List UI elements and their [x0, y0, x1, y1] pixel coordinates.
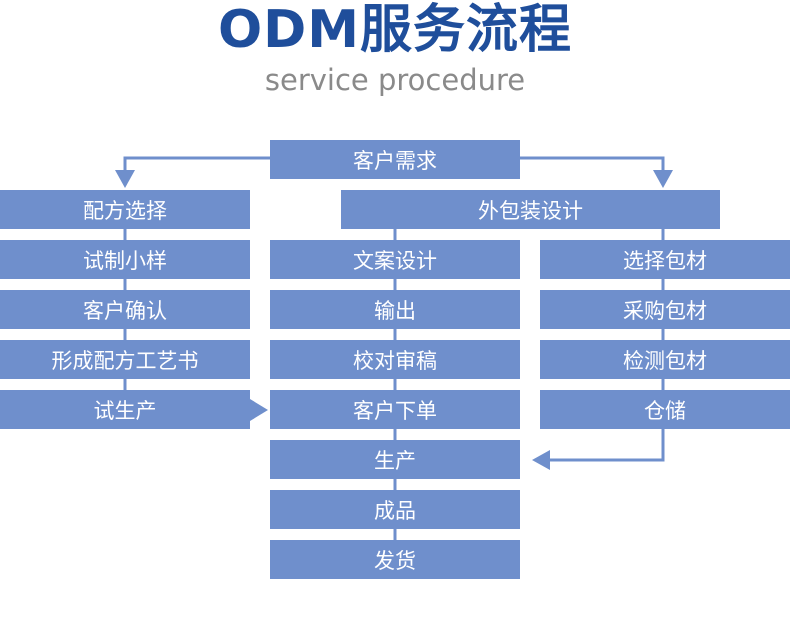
- node-left-5: 试生产: [0, 390, 250, 429]
- arrowhead-left-down: [115, 170, 135, 188]
- arrowhead-trial-to-order: [250, 399, 268, 421]
- node-center-7: 发货: [270, 540, 520, 579]
- arrowhead-to-production: [532, 450, 550, 470]
- page-subtitle: service procedure: [264, 63, 526, 97]
- node-left-1: 配方选择: [0, 190, 250, 229]
- node-center-3: 校对审稿: [270, 340, 520, 379]
- node-right-1: 选择包材: [540, 240, 790, 279]
- node-right-2: 采购包材: [540, 290, 790, 329]
- node-center-2: 输出: [270, 290, 520, 329]
- node-left-4: 形成配方工艺书: [0, 340, 250, 379]
- node-package-design: 外包装设计: [341, 190, 720, 229]
- node-center-4: 客户下单: [270, 390, 520, 429]
- connector-top-to-left: [123, 156, 270, 182]
- page-title: ODM服务流程: [217, 0, 573, 60]
- arrowhead-right-down: [653, 170, 673, 188]
- connector-storage-to-production: [546, 428, 665, 462]
- node-right-4: 仓储: [540, 390, 790, 429]
- node-center-1: 文案设计: [270, 240, 520, 279]
- node-customer-demand: 客户需求: [270, 140, 520, 179]
- node-center-6: 成品: [270, 490, 520, 529]
- node-left-3: 客户确认: [0, 290, 250, 329]
- connector-top-to-right: [520, 156, 665, 182]
- node-left-2: 试制小样: [0, 240, 250, 279]
- node-right-3: 检测包材: [540, 340, 790, 379]
- node-center-5: 生产: [270, 440, 520, 479]
